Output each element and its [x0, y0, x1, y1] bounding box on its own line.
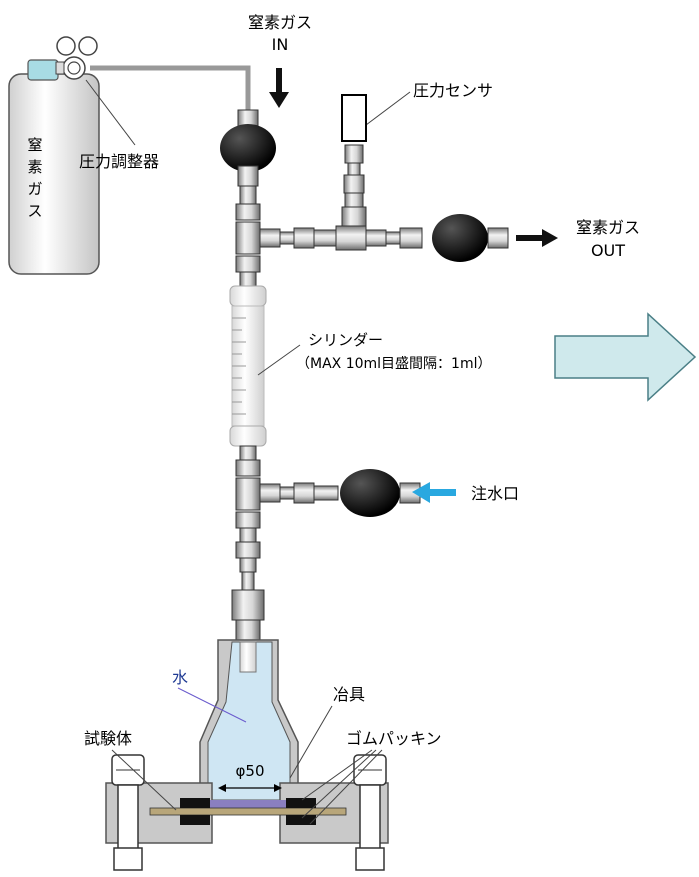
lower-fittings [231, 445, 265, 643]
inlet-valve [340, 469, 421, 517]
water-leader-line [177, 687, 247, 723]
graduated-cylinder [229, 285, 267, 447]
tank-label: 窒 素 ガ ス [27, 136, 42, 220]
gasket-label: ゴムパッキン [346, 729, 442, 748]
cylinder-spec-label: （MAX 10ml目盛間隔：1ml） [296, 356, 491, 372]
diameter-label: φ50 [236, 762, 265, 780]
jig [199, 639, 299, 801]
pressure-sensor-label: 圧力センサ [413, 81, 493, 100]
gas-supply-pipe [90, 65, 251, 110]
svg-text:素: 素 [27, 158, 42, 176]
specimen [149, 807, 347, 816]
specimen-leader-line [111, 749, 177, 811]
regulator-leader-line [85, 79, 136, 146]
pressure-sensor [341, 94, 367, 227]
n2-out-arrow [516, 229, 558, 247]
water-inlet-arrow [412, 482, 456, 503]
water-inlet-line [259, 482, 339, 504]
n2-out-label: 窒素ガス [576, 218, 640, 237]
outlet-valve [432, 214, 509, 262]
svg-text:窒: 窒 [27, 136, 42, 154]
n2-in-label: 窒素ガス [248, 13, 312, 32]
n2-in-arrow [269, 68, 289, 108]
jig-label: 冶具 [333, 685, 365, 704]
left-bolt [111, 754, 145, 871]
sensor-leader-line [365, 91, 411, 126]
regulator-label: 圧力調整器 [79, 152, 159, 171]
right-bolt [353, 754, 387, 871]
water-label: 水 [172, 668, 188, 687]
svg-text:ス: ス [27, 202, 42, 220]
n2-out-sub-label: OUT [591, 241, 625, 260]
jig-leader-line [289, 705, 333, 779]
pressure-regulator [55, 36, 98, 80]
next-step-arrow [554, 312, 697, 402]
upper-fittings [235, 185, 261, 287]
cylinder-label: シリンダー [308, 331, 383, 349]
upper-valve [220, 109, 276, 187]
rubber-gaskets [180, 798, 316, 825]
outlet-line [259, 225, 423, 251]
specimen-label: 試験体 [84, 729, 132, 748]
water-inlet-label: 注水口 [471, 484, 519, 503]
svg-text:ガ: ガ [27, 180, 42, 198]
n2-in-sub-label: IN [272, 35, 289, 54]
cylinder-leader-line [257, 344, 301, 376]
diameter-arrow [218, 784, 282, 792]
gasket-leader-lines [301, 749, 383, 825]
